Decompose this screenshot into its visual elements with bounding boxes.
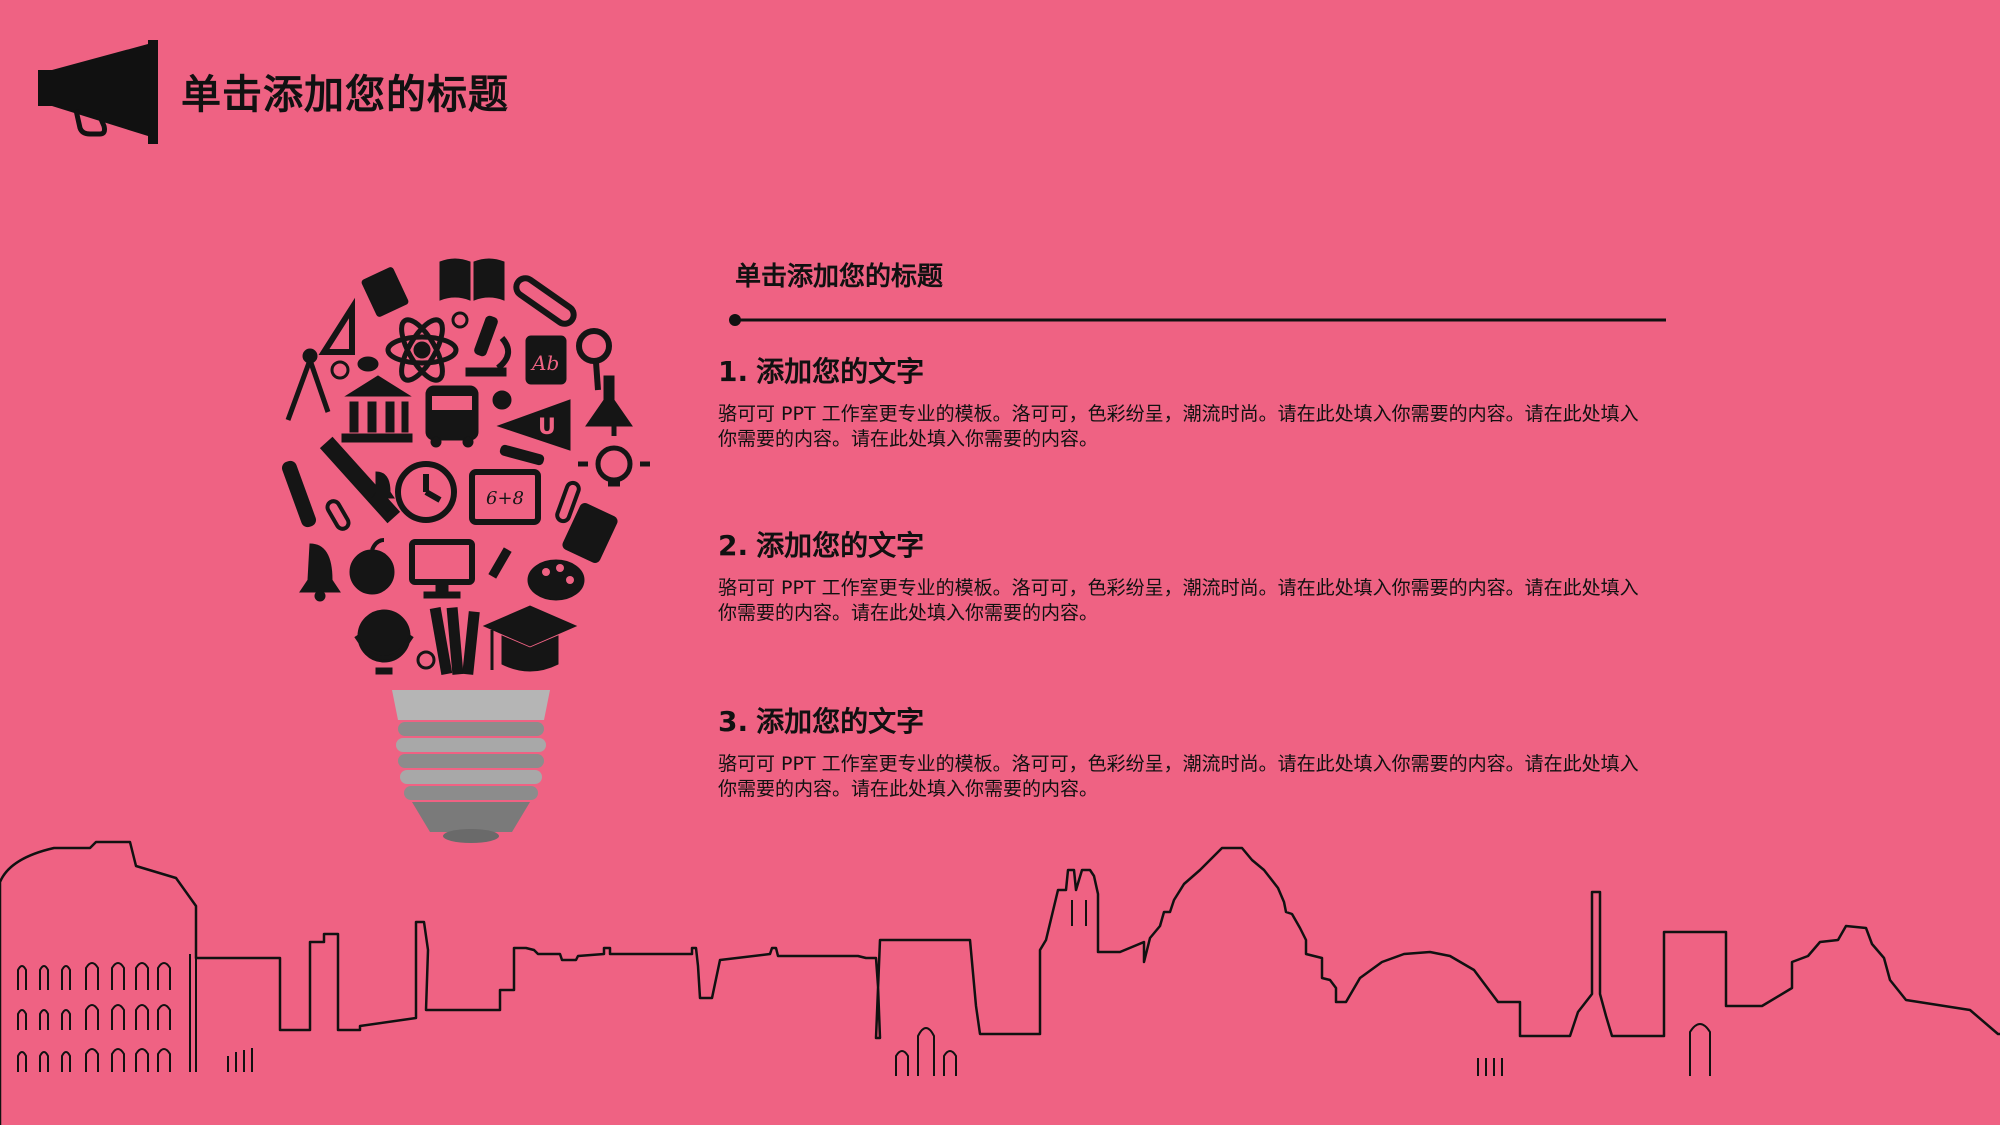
lightbulb-education-icon: Ab U — [281, 258, 650, 843]
pennant-icon — [496, 399, 571, 451]
pencil-small-icon — [488, 547, 512, 579]
item-title-text: 添加您的文字 — [756, 355, 925, 388]
pencils-icon — [429, 607, 480, 675]
atom-icon — [385, 317, 459, 383]
magnifier-icon — [576, 328, 612, 391]
test-tube-icon — [513, 275, 577, 327]
content-heading: 单击添加您的标题 — [735, 262, 944, 292]
pencil-icon — [499, 444, 545, 466]
megaphone-icon — [38, 40, 158, 144]
graduation-cap-icon — [482, 605, 578, 672]
school-bus-icon — [425, 385, 479, 448]
ruler-icon — [319, 436, 401, 524]
monitor-icon — [409, 539, 475, 599]
item-number: 3. — [718, 705, 749, 738]
item-number: 2. — [718, 529, 749, 562]
colosseum-arches — [17, 900, 1711, 1076]
ab-label: Ab — [530, 351, 559, 375]
small-bulb-icon-2 — [330, 360, 350, 380]
test-tube-small-icon — [555, 480, 581, 524]
list-item: 3. 添加您的文字 骆可可 PPT 工作室更专业的模板。洛可可，色彩纷呈，潮流时… — [718, 700, 1648, 802]
flask-icon — [585, 375, 633, 427]
item-number: 1. — [718, 355, 749, 388]
idea-bulb-icon — [578, 426, 650, 487]
list-item: 2. 添加您的文字 骆可可 PPT 工作室更专业的模板。洛可可，色彩纷呈，潮流时… — [718, 524, 1648, 626]
heading-divider — [729, 314, 1666, 326]
bell-icon — [299, 543, 341, 602]
item-title: 2. 添加您的文字 — [718, 524, 1648, 564]
museum-icon — [341, 375, 413, 443]
compass-icon — [285, 348, 331, 421]
notepad-icon — [361, 267, 409, 317]
set-square-icon — [318, 297, 355, 355]
list-item: 1. 添加您的文字 骆可可 PPT 工作室更专业的模板。洛可可，色彩纷呈，潮流时… — [718, 350, 1648, 452]
small-bulb-icon-3 — [416, 650, 436, 670]
bell-small-icon — [371, 471, 395, 499]
city-skyline-outline — [0, 840, 2000, 1125]
paperclip-icon — [325, 499, 351, 531]
bulb-base-icon — [392, 690, 550, 843]
item-description: 骆可可 PPT 工作室更专业的模板。洛可可，色彩纷呈，潮流时尚。请在此处填入你需… — [718, 577, 1639, 624]
chalkboard-icon — [469, 469, 541, 525]
page-title: 单击添加您的标题 — [181, 72, 509, 118]
microscope-icon — [465, 315, 511, 377]
pennant-label: U — [538, 415, 556, 440]
small-bulb-icon — [451, 311, 469, 329]
pen-icon — [281, 460, 317, 528]
clock-icon — [395, 461, 457, 523]
book-icon — [439, 258, 505, 301]
globe-icon — [354, 609, 414, 675]
calculator-icon — [562, 503, 618, 563]
ab-book-icon — [525, 335, 567, 385]
item-description: 骆可可 PPT 工作室更专业的模板。洛可可，色彩纷呈，潮流时尚。请在此处填入你需… — [718, 753, 1639, 800]
palette-icon — [527, 559, 585, 601]
item-title-text: 添加您的文字 — [756, 705, 925, 738]
item-title: 1. 添加您的文字 — [718, 350, 1648, 390]
chalkboard-label: 6+8 — [486, 488, 524, 509]
apple-icon — [349, 538, 395, 595]
apple-small-icon — [492, 390, 512, 410]
palette-small-icon — [357, 356, 379, 372]
item-title-text: 添加您的文字 — [756, 529, 925, 562]
item-title: 3. 添加您的文字 — [718, 700, 1648, 740]
item-description: 骆可可 PPT 工作室更专业的模板。洛可可，色彩纷呈，潮流时尚。请在此处填入你需… — [718, 403, 1639, 450]
